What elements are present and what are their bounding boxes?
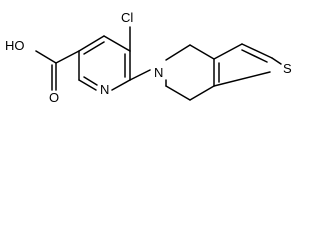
bond-c3-c4-inner [83,41,105,55]
bond-c4-c5 [103,35,131,52]
bond-c3-c2-inner [241,49,268,63]
bond-c-ring [55,50,80,64]
bond-c6-n-amine [129,69,151,81]
bond-n-ch2-top [165,44,191,61]
atom-label-carbonyl-o: O [49,90,59,105]
carboxylic-acid-group [35,50,80,91]
atom-label-sulfur: S [283,61,292,76]
thiophene-ring [213,43,282,87]
bond-n1-c2 [78,79,97,91]
tetrahydro-ring [165,44,215,101]
bond-c-oh [35,50,57,64]
bond-c2-s [271,57,282,65]
bond-c7a-ch2 [189,85,215,101]
pyridine-ring [78,35,131,91]
bond-ch2-ch2 [165,85,191,101]
bond-c3-c2 [241,43,273,59]
atom-label-chlorine: Cl [121,10,133,25]
bond-s-c7a [213,71,271,87]
atom-label-amine-n: N [154,65,163,80]
atom-label-oh: HO [5,38,25,53]
bond-c3a-c3 [213,43,243,60]
atom-label-pyridine-n: N [100,82,109,97]
bond-n1-c2-inner [83,76,98,86]
bond-ch2-c3a [189,44,215,60]
chemical-structure-diagram: HO O Cl N N S [5,10,292,105]
bond-c6-n1 [111,79,131,91]
bond-c3-c4 [78,35,105,52]
